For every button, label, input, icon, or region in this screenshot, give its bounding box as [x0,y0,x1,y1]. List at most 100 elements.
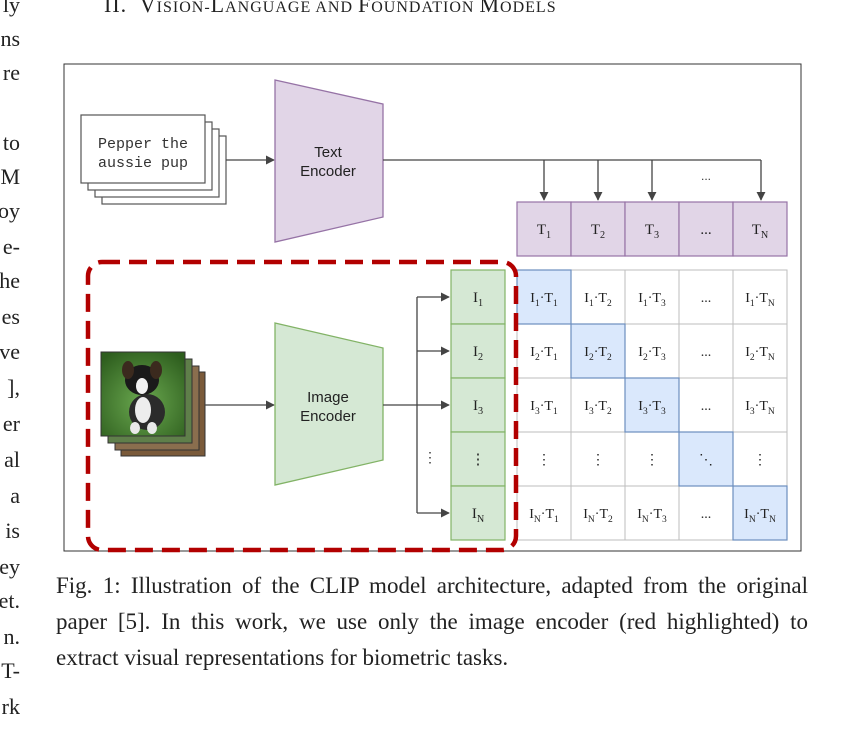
matrix-cell-label: I2​·T1​ [530,345,558,363]
text-encoder-label-1: Text [314,144,342,161]
matrix-cell-label: I2​·TN​ [745,345,775,363]
matrix-cell-label: I3​·T3​ [638,399,666,417]
matrix-cell [570,269,626,325]
left-column-fragment: ly [2,0,20,17]
left-column-fragment: rk [1,694,20,719]
matrix-cell [732,377,788,433]
left-column-fragment: is [5,518,20,543]
image-encoder-label-1: Image [307,389,349,406]
matrix-cell-label: ... [701,345,712,360]
matrix-cell-label: ... [701,507,712,522]
left-column-fragment: T- [1,658,20,683]
image-token-label: I1​ [473,290,483,309]
matrix-cell-label: I1​·T3​ [638,291,666,309]
left-column-fragment: ns [0,26,20,51]
matrix-cell [624,485,680,541]
left-column-fragment: n. [3,624,21,649]
image-token-label: I2​ [473,344,483,363]
image-encoder-shape [274,322,384,486]
matrix-diagonal-border [678,431,734,487]
text-input-stack: Pepper the aussie pup [80,114,227,205]
matrix-cell-diagonal [678,431,734,487]
matrix-cell-diagonal [624,377,680,433]
text-token-label: TN​ [752,222,769,241]
matrix-diagonal-border [570,323,626,379]
image-token-cell [450,377,506,433]
matrix-cell-label: IN​·T2​ [583,507,613,525]
text-encoder-label-2: Encoder [300,163,356,180]
matrix-cell-label: I2​·T2​ [584,345,612,363]
matrix-cell [516,377,572,433]
figure-caption: Fig. 1: Illustration of the CLIP model a… [56,573,808,670]
left-column-fragment: re [2,60,20,85]
matrix-cell-label: I3​·TN​ [745,399,775,417]
image-token-label: I3​ [473,398,483,417]
matrix-cell [732,431,788,487]
heading-initial: V [139,0,157,17]
left-column-fragment: al [4,447,20,472]
matrix-diagonal-border [624,377,680,433]
matrix-cell [516,485,572,541]
heading-initial: F [358,0,372,17]
left-column-fragment: es [1,304,20,329]
heading-initial: L [210,0,226,17]
text-token-row: T1​T2​T3​...TN​ [516,201,788,257]
matrix-cell-label: ⋮ [753,453,767,468]
heading-initial: M [479,0,501,17]
heading-rest: OUNDATION [371,0,480,16]
text-token-cell [732,201,788,257]
image-token-cell [450,431,506,487]
matrix-cell-label: ⋮ [537,453,551,468]
image-token-cell [450,323,506,379]
matrix-diagonal-border [732,485,788,541]
image-token-column: I1​I2​I3​⋮IN​ [450,269,506,541]
matrix-cell-label: ⋱ [699,453,713,468]
text-input-line-2: aussie pup [98,155,188,172]
matrix-cell-label: ... [701,291,712,306]
left-column-fragment: et. [0,588,20,613]
section-heading: II. VISION-LANGUAGE AND FOUNDATION MODEL… [104,0,557,18]
image-encoder-label-2: Encoder [300,408,356,425]
text-encoder-output-lines [383,159,766,201]
image-token-cell [450,269,506,325]
text-token-label: ... [700,222,711,238]
heading-rest: ANGUAGE AND [225,0,358,16]
image-token-cell [450,485,506,541]
text-token-label: T2​ [591,222,605,241]
matrix-cell-label: IN​·T1​ [529,507,559,525]
matrix-cell [678,269,734,325]
text-encoder-shape [274,79,384,243]
left-column-fragment: er [2,411,20,436]
image-encoder-highlight [85,259,519,553]
matrix-cell-label: IN​·T3​ [637,507,667,525]
matrix-cell-label: ⋮ [645,453,659,468]
image-input-stack [100,351,206,457]
image-token-label: ⋮ [471,452,486,468]
left-vdots: ⋮ [423,451,437,466]
left-column-fragment: M [0,164,20,189]
heading-rest: ISION- [156,0,211,16]
text-token-label: T3​ [645,222,659,241]
left-column-fragment: a [10,483,20,508]
matrix-cell [678,485,734,541]
section-number: II. [104,0,128,17]
matrix-cell [732,323,788,379]
matrix-cell [678,323,734,379]
left-column-fragment: ve [0,339,20,364]
similarity-matrix: I1​·T1​I1​·T2​I1​·T3​...I1​·TN​I2​·T1​I2… [516,269,788,541]
matrix-cell-label: I1​·TN​ [745,291,775,309]
matrix-cell-label: IN​·TN​ [744,507,776,525]
text-token-cell [624,201,680,257]
section-title: VISION-LANGUAGE AND FOUNDATION MODELS [140,0,557,17]
left-column-fragment: e- [2,234,20,259]
matrix-cell [570,485,626,541]
matrix-cell-label: I3​·T1​ [530,399,558,417]
matrix-cell-diagonal [732,485,788,541]
matrix-cell [570,431,626,487]
matrix-cell-label: I1​·T2​ [584,291,612,309]
heading-rest: ODELS [500,0,557,16]
matrix-cell-label: I3​·T2​ [584,399,612,417]
clip-architecture-figure: Pepper the aussie pup Text Encoder ... I… [63,63,802,553]
image-encoder-output-lines [383,292,450,518]
